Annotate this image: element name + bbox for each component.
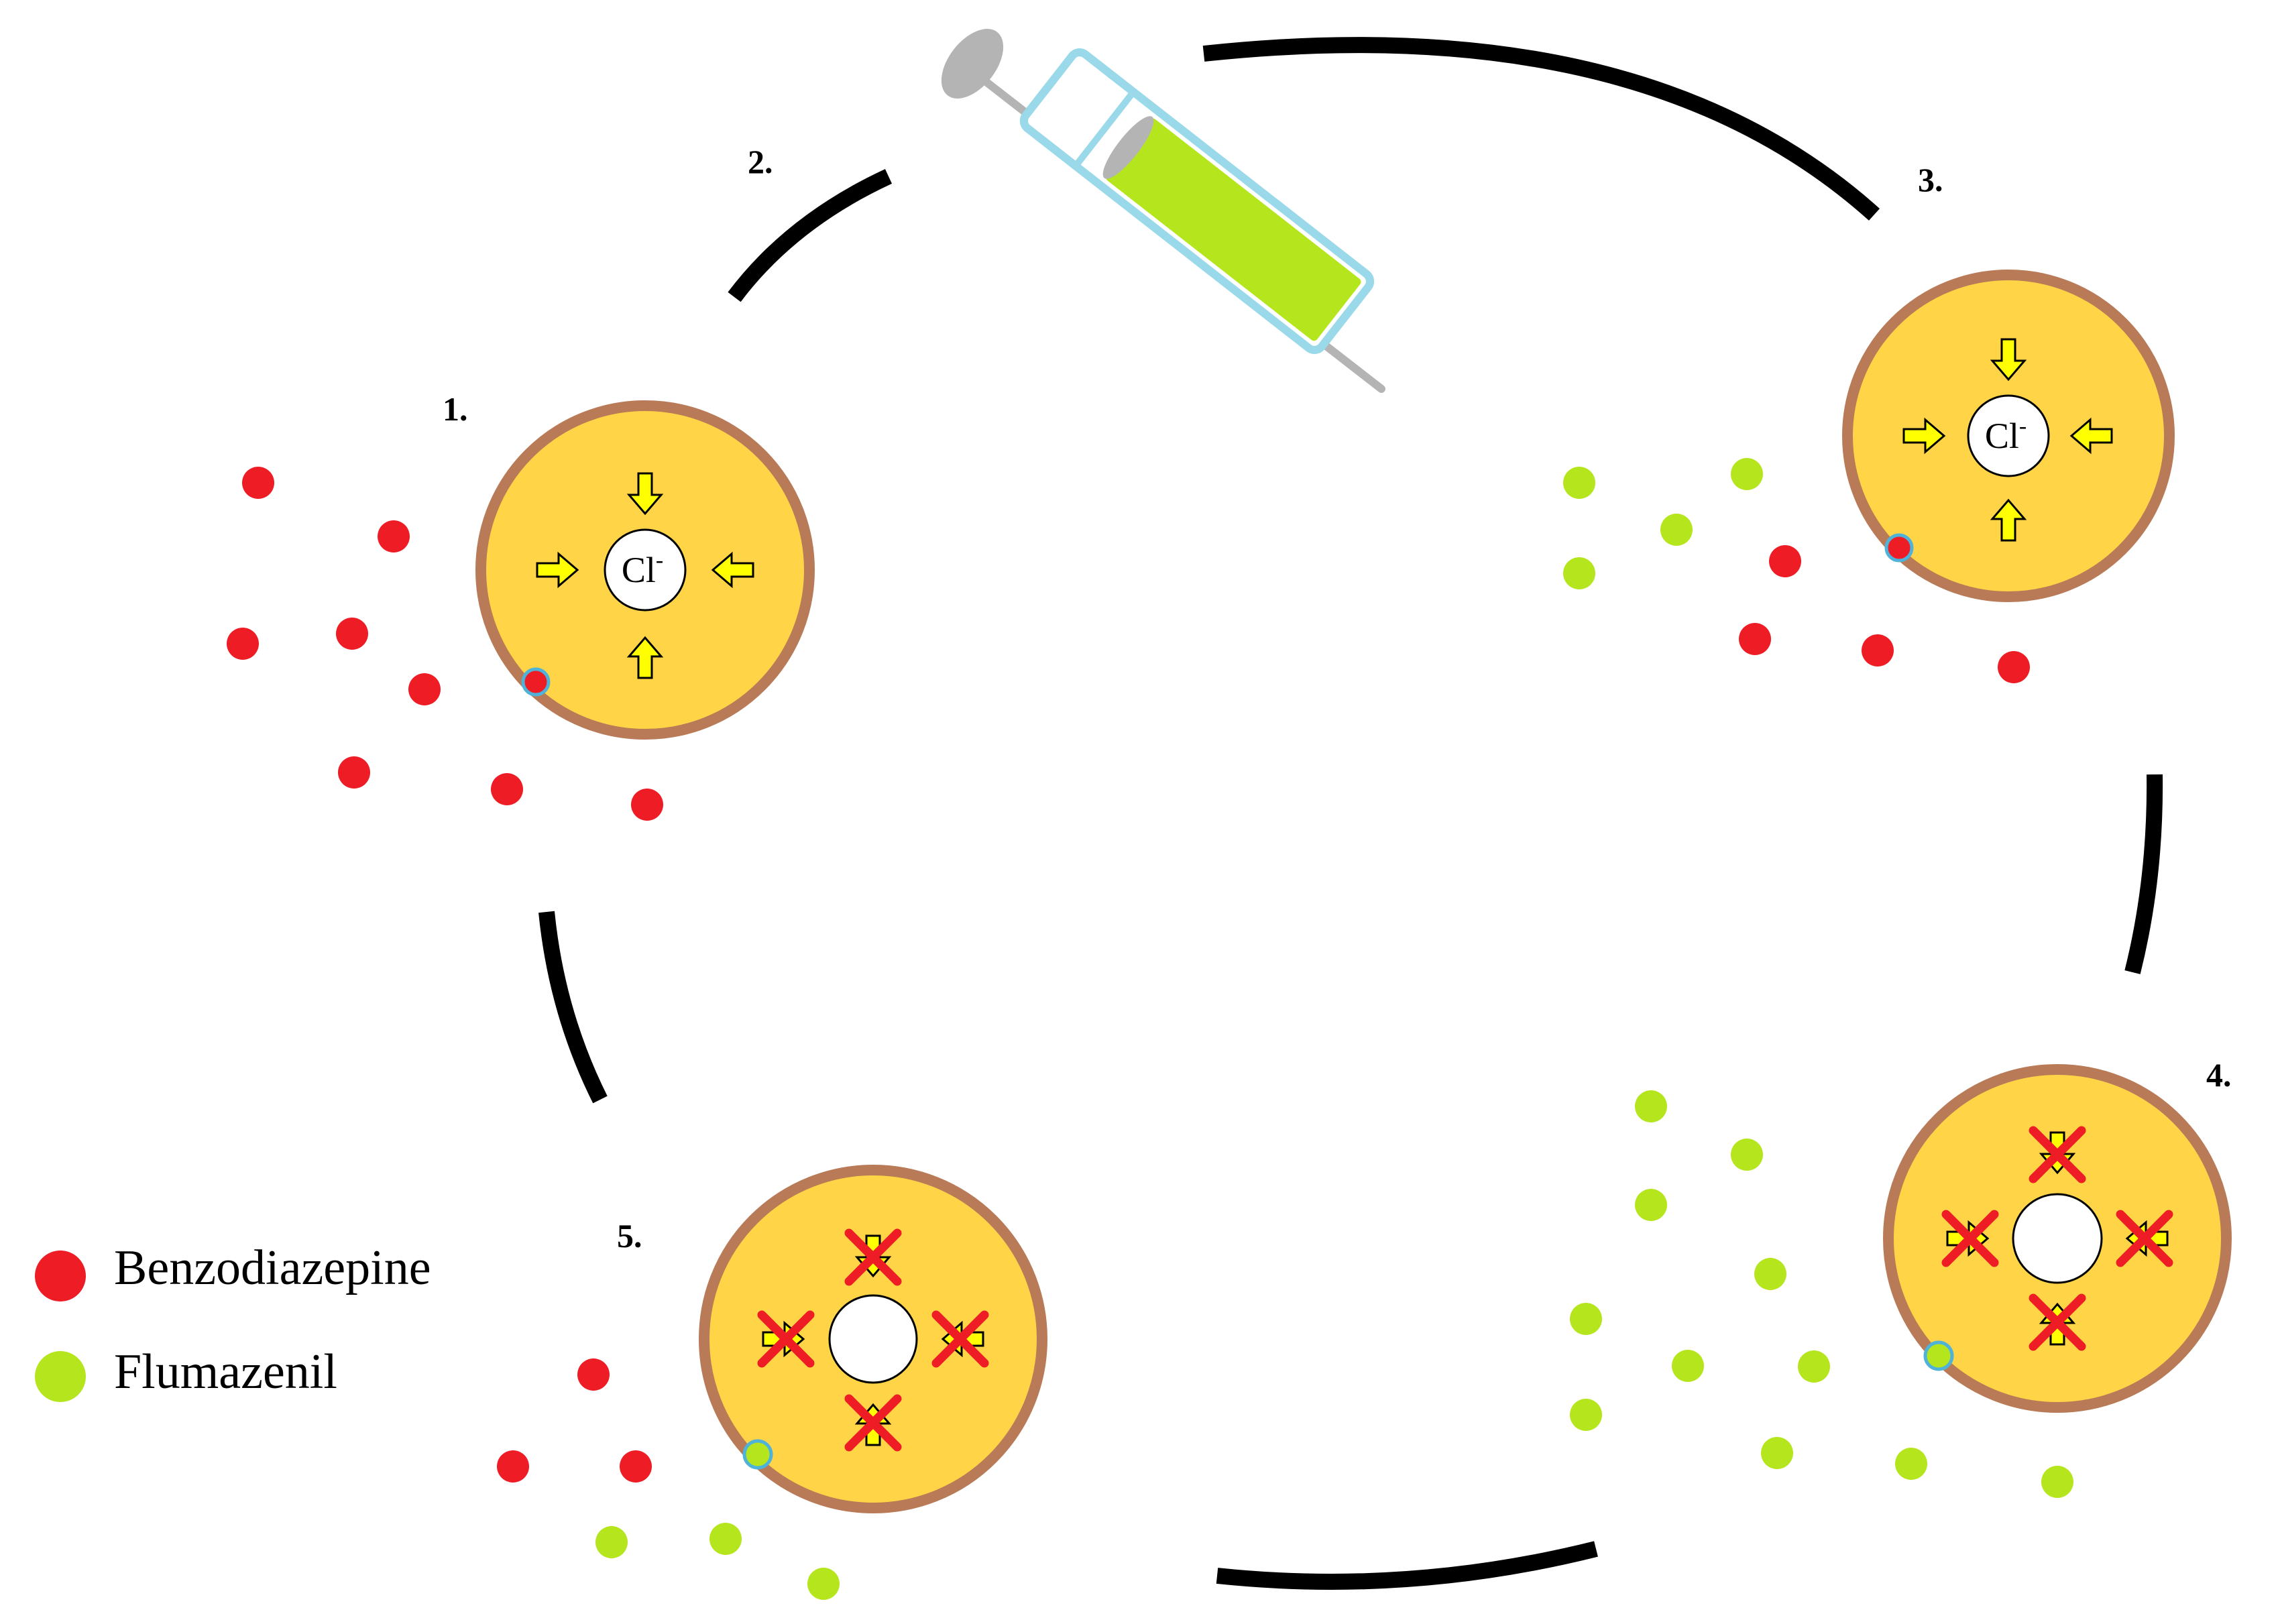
legend-label-benzodiazepine: Benzodiazepine xyxy=(114,1240,431,1295)
flumazenil-molecule xyxy=(1563,557,1595,589)
molecules-5 xyxy=(497,1358,840,1600)
legend-item-flumazenil: Flumazenil xyxy=(35,1344,337,1402)
benzodiazepine-swatch xyxy=(35,1251,86,1301)
cycle-arc-1-to-2 xyxy=(728,169,893,302)
benzodiazepine-molecules-1 xyxy=(227,467,663,821)
benzodiazepine-molecule xyxy=(1862,634,1894,666)
step-2-label: 2. xyxy=(748,143,773,180)
flumazenil-molecule xyxy=(1570,1303,1602,1335)
flumazenil-molecule xyxy=(709,1523,742,1555)
benzodiazepine-molecule xyxy=(1739,623,1771,655)
neuron-cell-5 xyxy=(699,1165,1047,1513)
cycle-arc-2-to-3 xyxy=(1202,37,1880,221)
benzodiazepine-molecule xyxy=(1769,545,1801,577)
chloride-channel xyxy=(1967,394,2050,477)
neuron-cell-3: Cl- xyxy=(1842,270,2175,602)
receptor-flumazenil-bound xyxy=(1923,1340,1954,1371)
neuron-cell-4 xyxy=(1883,1064,2232,1413)
legend: Benzodiazepine Flumazenil xyxy=(35,1240,431,1402)
benzodiazepine-molecule xyxy=(497,1450,529,1483)
receptor-benzodiazepine-bound xyxy=(1884,533,1914,563)
step-1-label: 1. xyxy=(443,390,468,428)
flumazenil-molecule xyxy=(1570,1399,1602,1431)
legend-item-benzodiazepine: Benzodiazepine xyxy=(35,1240,431,1301)
benzodiazepine-molecule xyxy=(620,1450,652,1483)
flumazenil-molecules-4 xyxy=(1570,1090,2073,1498)
cycle-arc-3-to-4 xyxy=(2124,774,2163,974)
flumazenil-molecule xyxy=(1672,1350,1704,1382)
step-3-label: 3. xyxy=(1918,161,1943,198)
step-4-label: 4. xyxy=(2206,1056,2232,1094)
benzodiazepine-molecule xyxy=(378,520,410,553)
benzodiazepine-molecule xyxy=(338,756,370,789)
benzodiazepine-molecule xyxy=(227,628,259,660)
flumazenil-molecule xyxy=(807,1568,840,1600)
flumazenil-molecule xyxy=(1660,514,1693,546)
chloride-ion-label: Cl- xyxy=(622,548,663,590)
chloride-ion-label: Cl- xyxy=(1985,414,2027,456)
cycle-arc-4-to-5 xyxy=(1216,1541,1598,1590)
molecules-3 xyxy=(1563,458,2030,683)
flumazenil-molecule xyxy=(1798,1350,1830,1383)
flumazenil-molecule xyxy=(1635,1189,1667,1221)
benzodiazepine-molecule xyxy=(336,618,368,650)
chloride-channel xyxy=(828,1294,918,1384)
flumazenil-molecule xyxy=(1754,1258,1786,1290)
benzodiazepine-molecule xyxy=(491,773,523,805)
benzodiazepine-molecule xyxy=(408,673,441,705)
flumazenil-molecule xyxy=(1635,1090,1667,1122)
flumazenil-molecule xyxy=(1761,1437,1793,1469)
flumazenil-swatch xyxy=(35,1351,86,1402)
legend-label-flumazenil: Flumazenil xyxy=(114,1344,337,1399)
chloride-channel xyxy=(604,528,687,612)
benzodiazepine-molecule xyxy=(631,789,663,821)
cycle-arc-5-to-1 xyxy=(538,911,608,1104)
flumazenil-molecule xyxy=(1895,1448,1927,1480)
receptor-benzodiazepine-bound xyxy=(521,667,551,697)
syringe-icon xyxy=(941,29,1385,393)
flumazenil-molecule xyxy=(1731,458,1763,490)
flumazenil-molecule xyxy=(595,1526,628,1558)
step-5-label: 5. xyxy=(617,1217,642,1255)
cycle-arcs xyxy=(538,37,2163,1590)
flumazenil-molecule xyxy=(1563,467,1595,499)
receptor-flumazenil-bound xyxy=(742,1439,773,1470)
chloride-channel xyxy=(2012,1193,2103,1284)
flumazenil-molecule xyxy=(1731,1139,1763,1171)
benzodiazepine-molecule xyxy=(1998,651,2030,683)
benzodiazepine-molecule xyxy=(242,467,274,499)
neuron-cell-1: Cl- xyxy=(475,400,815,740)
flumazenil-molecule xyxy=(2041,1466,2073,1498)
benzodiazepine-molecule xyxy=(577,1358,610,1391)
